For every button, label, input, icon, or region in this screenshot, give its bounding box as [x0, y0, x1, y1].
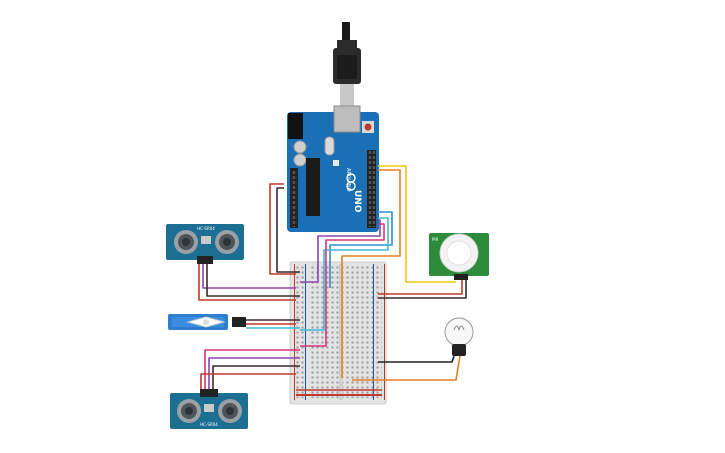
- light-bulb[interactable]: [444, 317, 474, 356]
- wire-yellow: [378, 165, 456, 283]
- wire-dark: [276, 187, 300, 273]
- right-power-rail: [374, 266, 382, 398]
- pir-sensor[interactable]: PIR: [429, 233, 489, 280]
- wire-orange-top: [341, 169, 401, 378]
- wire-red: [269, 183, 296, 275]
- transducer-icon: [218, 399, 242, 423]
- bulb-glass: [444, 317, 474, 347]
- bulb-filament-icon: [453, 325, 465, 331]
- usb-plug-metal: [340, 84, 354, 108]
- wire-purple-us1: [202, 264, 296, 289]
- usb-cable-cord: [342, 22, 350, 44]
- breadboard-grid-right: [343, 266, 373, 398]
- breadboard[interactable]: [289, 261, 387, 405]
- wire-orange-bulb: [352, 355, 461, 381]
- rail-line-blue: [305, 264, 306, 400]
- pir-pins: [454, 274, 468, 280]
- wire-dark-us1: [206, 264, 300, 297]
- ultrasonic-crystal: [201, 236, 211, 244]
- usb-cable: [333, 22, 361, 108]
- bulb-base: [452, 344, 466, 356]
- micro-servo[interactable]: [168, 314, 246, 330]
- wire-blue: [329, 211, 393, 288]
- arduino-capacitor: [293, 153, 307, 167]
- reset-button-cap: [364, 123, 372, 131]
- pir-label: PIR: [432, 237, 439, 242]
- usb-plug-grip: [337, 55, 357, 79]
- arduino-usb-jack: [333, 105, 361, 133]
- wire-dark-us2: [212, 365, 300, 389]
- wire-purple-us2: [208, 357, 300, 389]
- transducer-icon: [174, 230, 198, 254]
- transducer-icon: [215, 230, 239, 254]
- breadboard-bottom-strip: [296, 394, 382, 396]
- arduino-led: [333, 160, 339, 166]
- rail-line-red: [294, 264, 295, 400]
- wire-cyan: [300, 217, 389, 331]
- wire-red-us2: [200, 373, 296, 389]
- wire-purple: [300, 219, 381, 283]
- arduino-atmega-chip: [306, 158, 320, 216]
- transducer-icon: [177, 399, 201, 423]
- wire-red-us1: [198, 264, 296, 301]
- arduino-label-uno: UNO: [352, 190, 362, 213]
- arduino-crystal: [324, 136, 335, 156]
- ultrasonic-sensor-top[interactable]: HC-SR04: [166, 224, 244, 264]
- arduino-capacitor: [293, 140, 307, 154]
- servo-connector: [232, 317, 246, 327]
- ultrasonic-bottom-pins: [200, 389, 218, 397]
- wires: [198, 165, 467, 391]
- wire-pink-us2: [204, 349, 300, 389]
- wire-black-bulb: [378, 355, 455, 363]
- ultrasonic-top-label: HC-SR04: [197, 226, 215, 231]
- usb-cable-strain: [337, 40, 357, 50]
- arduino-power-jack: [288, 113, 303, 139]
- wire-pink: [300, 223, 385, 347]
- ultrasonic-sensor-bottom[interactable]: HC-SR04: [170, 389, 248, 429]
- left-power-rail: [296, 266, 304, 398]
- arduino-logo-icon: [346, 173, 356, 191]
- arduino-uno[interactable]: UNO ARDUINO: [287, 105, 379, 232]
- wire-red-pir: [378, 280, 463, 295]
- breadboard-center-channel: [339, 264, 343, 400]
- ultrasonic-bottom-label: HC-SR04: [200, 422, 218, 427]
- wire-dark-pir: [378, 280, 467, 299]
- ultrasonic-top-pins: [197, 256, 213, 264]
